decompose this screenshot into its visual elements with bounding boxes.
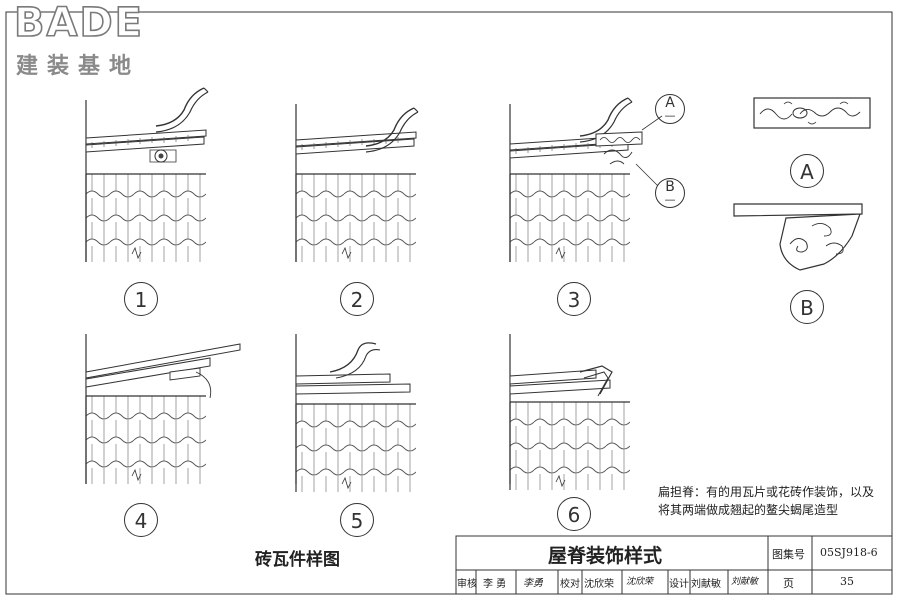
review-label: 审核 (457, 579, 477, 590)
callout-a-sub: — (664, 109, 676, 122)
detail-a-carved-brick (753, 97, 871, 129)
drawing-title: 屋脊装饰样式 (548, 545, 663, 567)
figure-label-6: 6 (557, 497, 591, 531)
callout-a: A — (655, 94, 685, 124)
figure-label-5: 5 (340, 503, 374, 537)
figure-label-2: 2 (340, 282, 374, 316)
detail-label-b: B (790, 290, 824, 324)
figure-label-3: 3 (557, 282, 591, 316)
page-number: 35 (840, 575, 854, 588)
atlas-label: 图集号 (772, 548, 805, 561)
brand-logo: BADE 建装基地 (8, 0, 158, 79)
checker-signature: 沈欣荣 (626, 577, 654, 587)
roof-ridge-figure-4 (85, 334, 241, 485)
checker-name: 沈欣荣 (584, 579, 614, 590)
callout-b-sub: — (664, 193, 676, 206)
roof-ridge-figure-6 (509, 334, 631, 491)
detail-label-a: A (790, 154, 824, 188)
page-label: 页 (783, 577, 794, 590)
title-block (455, 535, 893, 595)
figure-label-1: 1 (124, 282, 158, 316)
roof-ridge-figure-2 (295, 104, 419, 263)
callout-b: B — (655, 178, 685, 208)
designer-signature: 刘献敏 (731, 577, 759, 587)
check-label: 校对 (560, 579, 580, 590)
reviewer-signature: 李勇 (523, 578, 543, 589)
reviewer-name: 李 勇 (483, 579, 507, 590)
sheet-caption: 砖瓦件样图 (255, 550, 340, 570)
designer-name: 刘献敏 (691, 579, 721, 590)
callout-b-letter: B (665, 179, 675, 195)
figure-label-4: 4 (124, 503, 158, 537)
roof-ridge-figure-5 (295, 334, 417, 493)
note-text: 扁担脊：有的用瓦片或花砖作装饰，以及将其两端做成翘起的鳌尖蝎尾造型 (658, 485, 875, 517)
callout-a-letter: A (665, 95, 675, 111)
logo-brand: BADE (13, 0, 144, 47)
roof-ridge-figure-3 (509, 97, 663, 263)
design-label: 设计 (669, 579, 689, 590)
atlas-number: 05SJ918-6 (820, 546, 878, 559)
logo-subtitle: 建装基地 (16, 54, 141, 79)
detail-b-scroll-end (733, 203, 863, 271)
roof-ridge-figure-1 (85, 87, 209, 263)
